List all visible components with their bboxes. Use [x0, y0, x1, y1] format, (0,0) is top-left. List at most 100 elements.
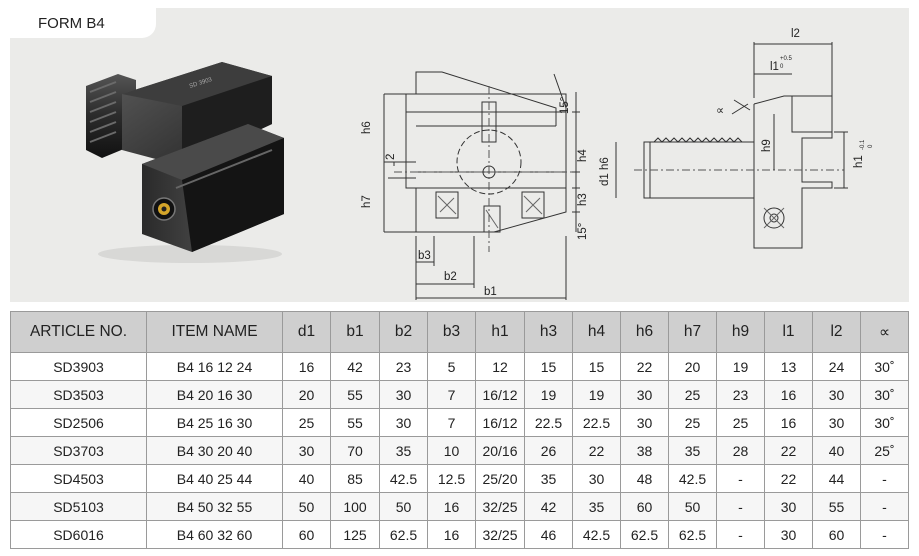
table-cell: 28	[716, 436, 765, 465]
column-header: h6	[620, 311, 669, 353]
table-cell: 60	[620, 492, 669, 521]
table-cell: 35	[524, 464, 573, 493]
table-cell: 19	[524, 380, 573, 409]
table-cell: 24	[812, 352, 861, 381]
column-header: l1	[764, 311, 813, 353]
table-cell: 62.5	[379, 520, 428, 549]
table-cell: B4 40 25 44	[146, 464, 283, 493]
table-cell: 55	[330, 380, 380, 409]
table-cell: B4 20 16 30	[146, 380, 283, 409]
table-cell: 42	[524, 492, 573, 521]
label-d1-h6: d1 h6	[599, 157, 611, 186]
label-15-top: 15°	[559, 97, 571, 114]
table-cell: SD3503	[10, 380, 147, 409]
table-cell: 62.5	[668, 520, 717, 549]
table-cell: -	[860, 464, 909, 493]
table-cell: 35	[668, 436, 717, 465]
table-cell: 50	[282, 492, 331, 521]
table-cell: B4 16 12 24	[146, 352, 283, 381]
table-cell: SD6016	[10, 520, 147, 549]
table-cell: SD3903	[10, 352, 147, 381]
column-header: ITEM NAME	[146, 311, 283, 353]
table-cell: 50	[668, 492, 717, 521]
table-cell: 5	[427, 352, 476, 381]
table-cell: 15	[524, 352, 573, 381]
table-cell: 40	[282, 464, 331, 493]
column-header: h4	[572, 311, 621, 353]
column-header: l2	[812, 311, 861, 353]
table-cell: 55	[330, 408, 380, 437]
table-cell: SD2506	[10, 408, 147, 437]
table-cell: 85	[330, 464, 380, 493]
table-cell: 12.5	[427, 464, 476, 493]
table-cell: 25˚	[860, 436, 909, 465]
label-h9: h9	[761, 139, 773, 152]
table-cell: B4 30 20 40	[146, 436, 283, 465]
front-view: h6 h7 2 15° h4 h3 15° b3 b2 b1	[361, 71, 589, 300]
column-header: b2	[379, 311, 428, 353]
table-cell: 46	[524, 520, 573, 549]
table-cell: -	[860, 492, 909, 521]
table-cell: 42.5	[379, 464, 428, 493]
table-cell: 23	[379, 352, 428, 381]
column-header: h7	[668, 311, 717, 353]
column-header: h9	[716, 311, 765, 353]
table-cell: 30˚	[860, 408, 909, 437]
table-cell: 22	[764, 436, 813, 465]
table-cell: 30	[379, 408, 428, 437]
table-cell: 30˚	[860, 380, 909, 409]
table-cell: 16	[427, 492, 476, 521]
table-cell: 30˚	[860, 352, 909, 381]
table-cell: -	[716, 492, 765, 521]
table-cell: 25	[716, 408, 765, 437]
table-cell: 44	[812, 464, 861, 493]
label-15-bottom: 15°	[577, 223, 589, 240]
table-cell: 19	[572, 380, 621, 409]
label-b3: b3	[418, 250, 431, 262]
table-cell: 16	[282, 352, 331, 381]
table-cell: 20/16	[475, 436, 525, 465]
tool-holder-photo: SD 3903	[86, 62, 284, 263]
table-cell: 48	[620, 464, 669, 493]
table-cell: 32/25	[475, 492, 525, 521]
table-cell: 15	[572, 352, 621, 381]
table-cell: 50	[379, 492, 428, 521]
table-cell: 38	[620, 436, 669, 465]
table-cell: 26	[524, 436, 573, 465]
table-cell: 35	[572, 492, 621, 521]
table-cell: 60	[282, 520, 331, 549]
table-cell: 20	[282, 380, 331, 409]
table-cell: 35	[379, 436, 428, 465]
label-h7: h7	[361, 195, 373, 208]
table-cell: 19	[716, 352, 765, 381]
table-cell: 7	[427, 408, 476, 437]
table-cell: B4 25 16 30	[146, 408, 283, 437]
table-cell: 30	[812, 380, 861, 409]
technical-drawing: h6 h7 2 15° h4 h3 15° b3 b2 b1	[361, 28, 874, 300]
table-cell: B4 50 32 55	[146, 492, 283, 521]
label-h4: h4	[577, 149, 589, 162]
table-cell: 30	[764, 520, 813, 549]
table-cell: 62.5	[620, 520, 669, 549]
form-tab: FORM B4	[10, 8, 156, 38]
table-cell: -	[716, 520, 765, 549]
label-h1-tol-b: 0	[868, 144, 874, 148]
side-view: l2 l1 +0.5 0 ∝ h9 d1 h6 h1 -0.1 0	[599, 28, 874, 249]
table-cell: 25	[282, 408, 331, 437]
column-header: ARTICLE NO.	[10, 311, 147, 353]
table-cell: 42.5	[668, 464, 717, 493]
table-cell: 42	[330, 352, 380, 381]
table-cell: 60	[812, 520, 861, 549]
column-header: h1	[475, 311, 525, 353]
table-cell: 55	[812, 492, 861, 521]
label-l1-tol-b: 0	[780, 64, 784, 70]
table-cell: 10	[427, 436, 476, 465]
